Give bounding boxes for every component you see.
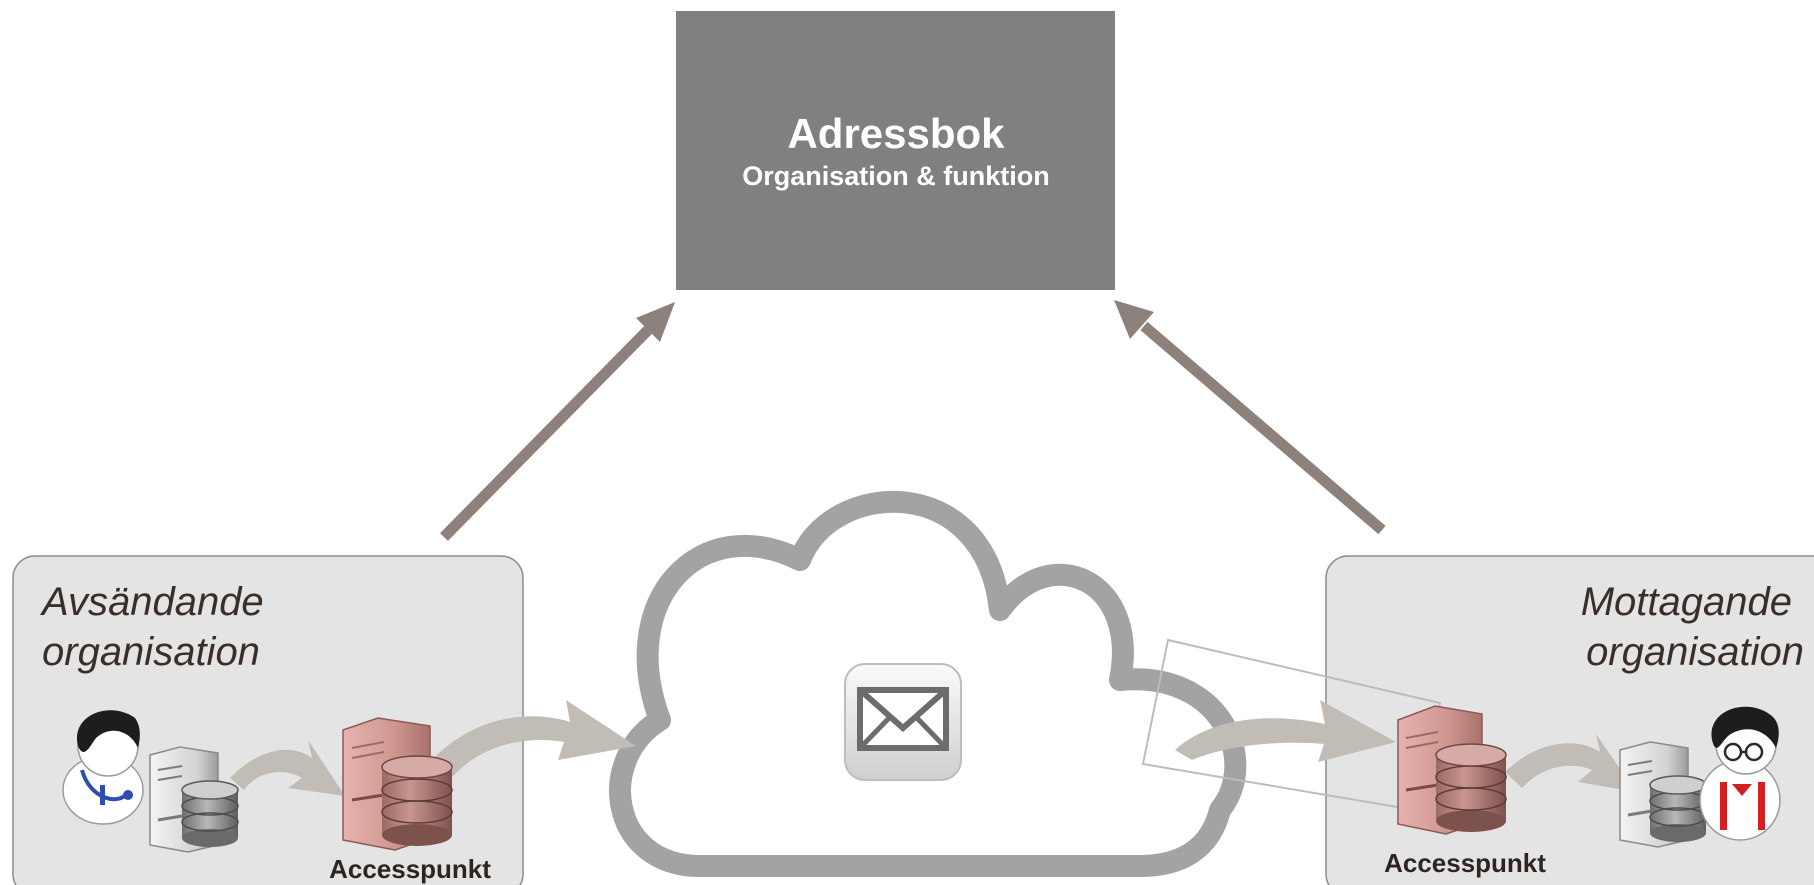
access-point-server-icon [1397, 705, 1507, 835]
flow-arrow-receiver-ap-to-server [1505, 734, 1636, 792]
sender-label-line1: Avsändande [40, 580, 264, 624]
address-book-subtitle: Organisation & funktion [742, 161, 1050, 191]
server-database-icon [1619, 741, 1707, 848]
sender-label-line2: organisation [42, 630, 260, 674]
lookup-arrow-sender [440, 302, 675, 541]
envelope-icon [844, 663, 962, 781]
address-book-box: Adressbok Organisation & funktion [676, 11, 1115, 290]
doctor-icon [62, 710, 144, 825]
flow-arrow-ap-to-cloud [432, 700, 636, 782]
access-point-server-icon [342, 717, 453, 851]
sender-access-point-label: Accesspunkt [329, 854, 491, 884]
receiver-label-line2: organisation [1586, 630, 1804, 674]
receiver-label-line1: Mottagande [1581, 580, 1792, 624]
receiver-access-point-label: Accesspunkt [1384, 848, 1546, 878]
address-book-title: Adressbok [787, 110, 1005, 157]
lookup-arrow-receiver [1114, 300, 1386, 535]
flow-arrow-sender-server-to-ap [230, 740, 345, 796]
flow-arrow-cloud-to-receiver-ap [1175, 700, 1396, 762]
person-icon [1699, 706, 1781, 841]
server-database-icon [149, 746, 239, 853]
